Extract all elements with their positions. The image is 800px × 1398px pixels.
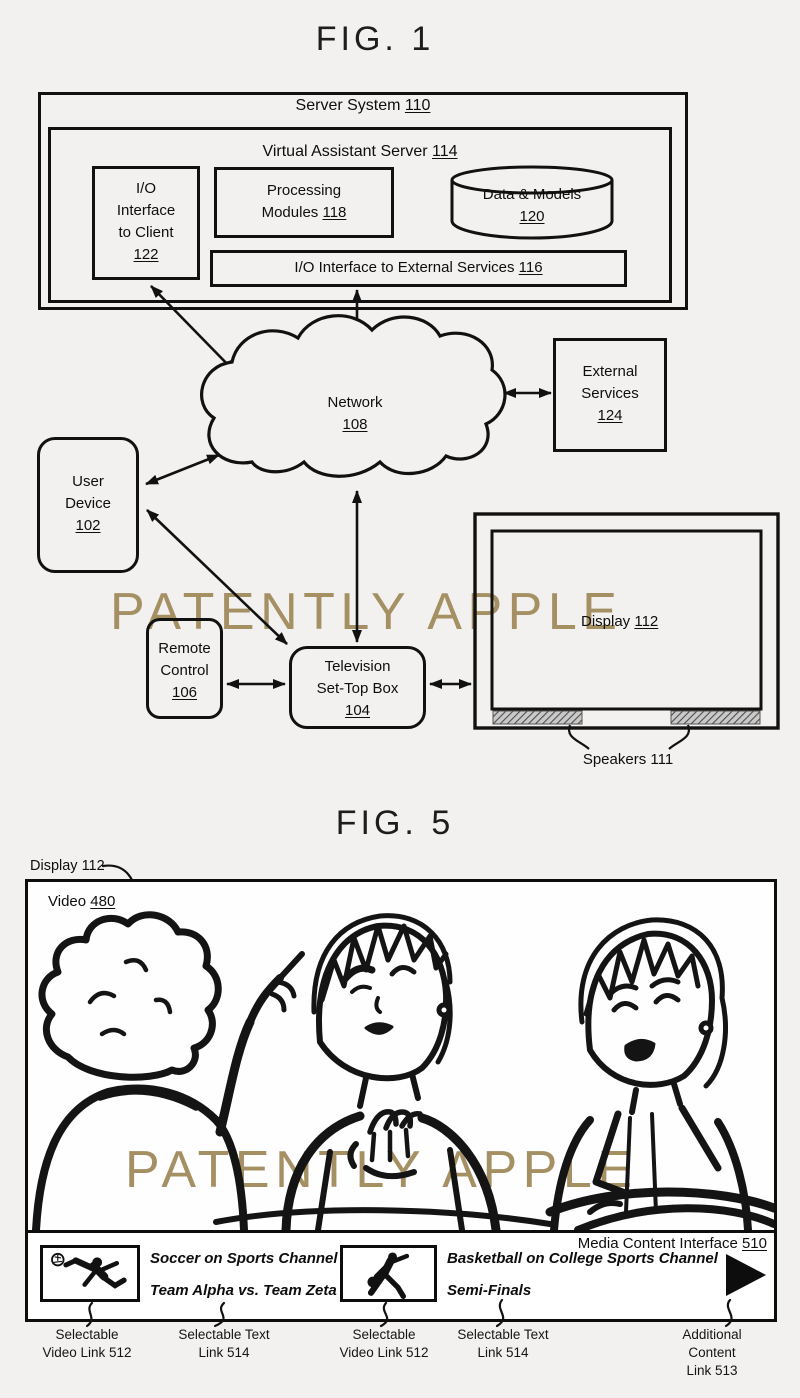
scene-illustration xyxy=(30,882,774,1230)
speakers-label: Speakers 111 xyxy=(558,749,698,771)
settop-box-label: Television Set-Top Box 104 xyxy=(289,656,426,722)
soccer-text-line2: Team Alpha vs. Team Zeta xyxy=(150,1282,337,1299)
remote-control-label: Remote Control 106 xyxy=(146,638,223,704)
tv-display xyxy=(475,514,778,749)
user-device-label: User Device 102 xyxy=(37,471,139,537)
person-left xyxy=(36,915,302,1230)
basketball-thumbnail xyxy=(340,1245,437,1302)
video-label: Video 480 xyxy=(48,893,115,910)
soccer-text-line1: Soccer on Sports Channel xyxy=(150,1250,338,1267)
virtual-assistant-server-label: Virtual Assistant Server 114 xyxy=(48,143,672,161)
basketball-player-icon xyxy=(343,1248,434,1299)
person-right xyxy=(550,920,774,1230)
processing-modules-label: Processing Modules 118 xyxy=(214,180,394,224)
basketball-text-line1: Basketball on College Sports Channel xyxy=(447,1250,718,1267)
arrow-network-userdevice xyxy=(146,455,219,484)
external-services-label: External Services 124 xyxy=(553,361,667,427)
display-callout: Display 112 xyxy=(30,858,105,874)
speaker-left xyxy=(493,711,582,724)
caption-additional-content-link: Additional Content Link 513 xyxy=(668,1326,756,1380)
play-icon xyxy=(725,1253,767,1297)
fig5-title: FIG. 5 xyxy=(0,804,790,843)
caption-selectable-video-link-2: Selectable Video Link 512 xyxy=(339,1326,428,1362)
speaker-right xyxy=(671,711,760,724)
caption-selectable-text-link-2: Selectable Text Link 514 xyxy=(457,1326,548,1362)
caption-selectable-text-link-1: Selectable Text Link 514 xyxy=(178,1326,269,1362)
display-label: Display 112 xyxy=(581,613,658,630)
leader-line xyxy=(103,866,132,880)
basketball-text-line2: Semi-Finals xyxy=(447,1282,531,1299)
data-models-label: Data & Models 120 xyxy=(452,184,612,228)
io-client-label: I/O Interface to Client 122 xyxy=(92,178,200,266)
fig5-display-frame: PATENTLY APPLE Video 480 xyxy=(25,879,777,1322)
soccer-player-icon xyxy=(43,1248,137,1299)
io-external-services-label: I/O Interface to External Services 116 xyxy=(210,257,627,279)
caption-selectable-video-link-1: Selectable Video Link 512 xyxy=(42,1326,131,1362)
server-system-label: Server System 110 xyxy=(38,97,688,115)
person-middle xyxy=(286,916,496,1230)
soccer-thumbnail xyxy=(40,1245,140,1302)
table-edge xyxy=(216,1210,550,1224)
network-label: Network 108 xyxy=(280,392,430,436)
media-bar: Media Content Interface 510 Soccer on Sp… xyxy=(28,1230,774,1319)
